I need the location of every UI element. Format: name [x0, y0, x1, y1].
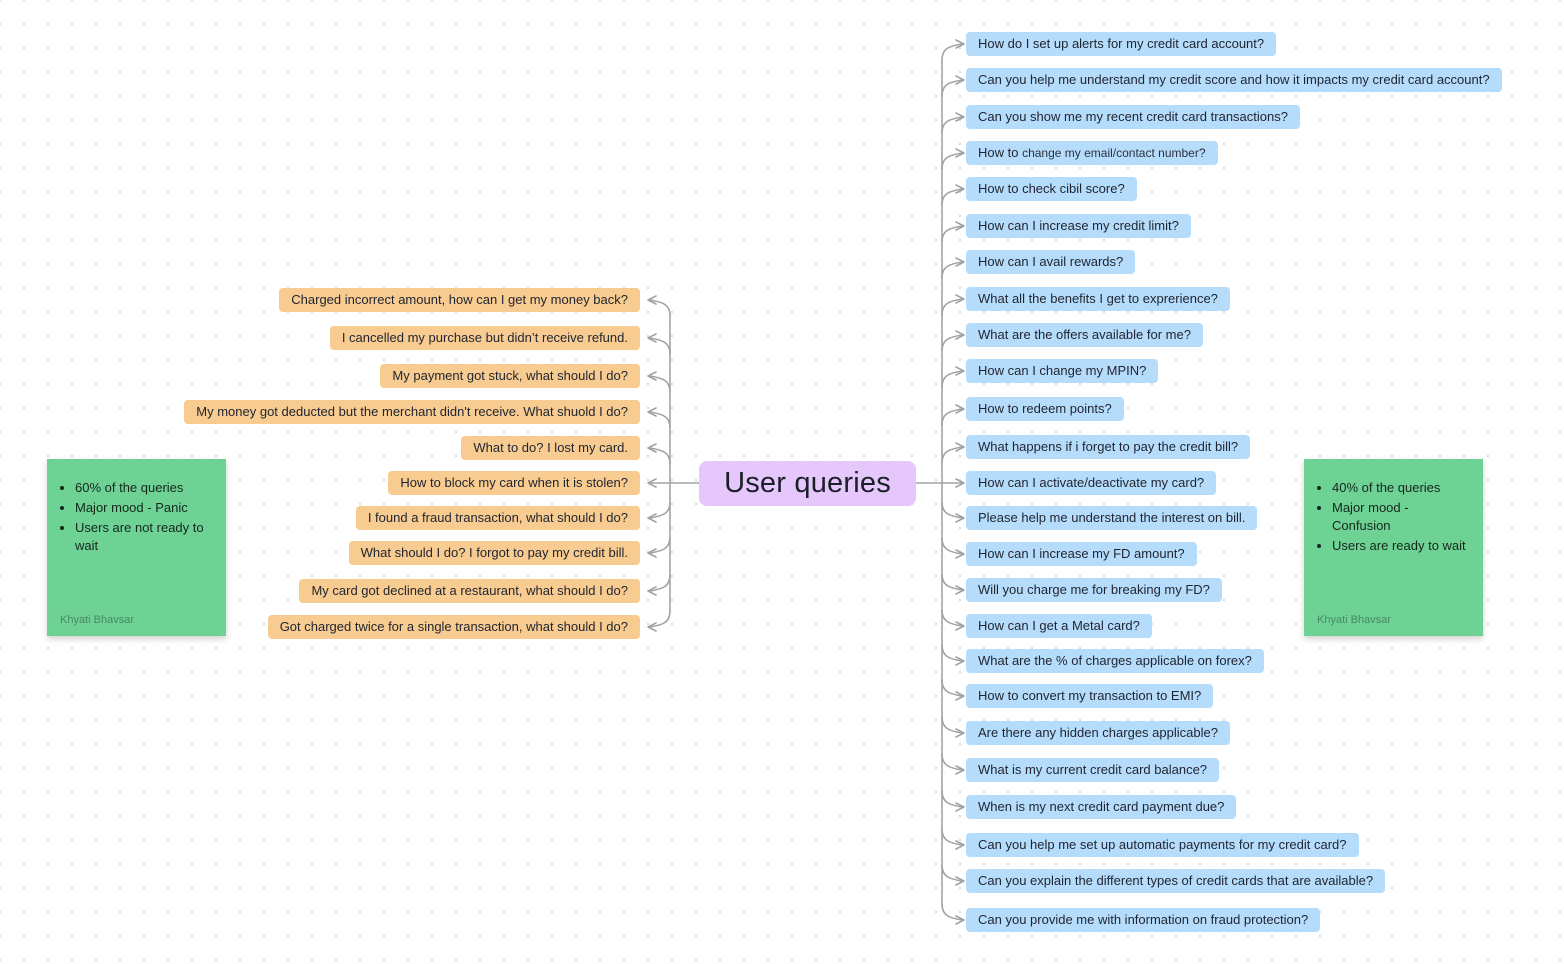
- query-text: How to redeem points?: [978, 401, 1112, 416]
- query-node[interactable]: When is my next credit card payment due?: [966, 795, 1237, 819]
- query-node[interactable]: How to convert my transaction to EMI?: [966, 684, 1214, 708]
- query-node[interactable]: Are there any hidden charges applicable?: [966, 721, 1230, 745]
- query-text: What are the offers available for me?: [978, 327, 1191, 342]
- query-text: Please help me understand the interest o…: [978, 510, 1246, 525]
- query-text: How do I set up alerts for my credit car…: [978, 36, 1265, 51]
- query-node[interactable]: How can I get a Metal card?: [966, 614, 1152, 638]
- query-text: How to: [978, 145, 1023, 160]
- query-text: How can I activate/deactivate my card?: [978, 475, 1205, 490]
- query-node[interactable]: How do I set up alerts for my credit car…: [966, 32, 1277, 56]
- center-node-user-queries[interactable]: User queries: [699, 461, 916, 506]
- sticky-author-label: Khyati Bhavsar: [1317, 614, 1391, 626]
- query-node[interactable]: How to check cibil score?: [966, 177, 1137, 201]
- query-text: Will you charge me for breaking my FD?: [978, 582, 1210, 597]
- query-node[interactable]: How can I activate/deactivate my card?: [966, 471, 1217, 495]
- sticky-note-confusion-stats[interactable]: 40% of the queriesMajor mood - Confusion…: [1304, 459, 1483, 636]
- sticky-note-panic-stats[interactable]: 60% of the queriesMajor mood - PanicUser…: [47, 459, 226, 636]
- query-text: Can you explain the different types of c…: [978, 873, 1374, 888]
- query-text: What to do? I lost my card.: [473, 440, 628, 455]
- query-node[interactable]: Please help me understand the interest o…: [966, 506, 1258, 530]
- query-node[interactable]: What is my current credit card balance?: [966, 758, 1220, 782]
- query-text: What are the % of charges applicable on …: [978, 653, 1252, 668]
- query-text: When is my next credit card payment due?: [978, 799, 1225, 814]
- query-text: How can I increase my credit limit?: [978, 218, 1179, 233]
- query-text: Are there any hidden charges applicable?: [978, 725, 1218, 740]
- sticky-bullet: Users are not ready to wait: [75, 519, 216, 555]
- sticky-bullet: Major mood - Confusion: [1332, 499, 1473, 535]
- query-text: What is my current credit card balance?: [978, 762, 1208, 777]
- query-node[interactable]: How can I increase my FD amount?: [966, 542, 1197, 566]
- sticky-bullet: Users are ready to wait: [1332, 537, 1473, 555]
- query-node[interactable]: What are the % of charges applicable on …: [966, 649, 1264, 673]
- query-node[interactable]: Can you help me set up automatic payment…: [966, 833, 1359, 857]
- query-text: My card got declined at a restaurant, wh…: [311, 583, 628, 598]
- center-node-label: User queries: [724, 467, 891, 499]
- query-text: How to block my card when it is stolen?: [400, 475, 628, 490]
- query-text: What all the benefits I get to exprerien…: [978, 291, 1218, 306]
- sticky-bullet-list: 60% of the queriesMajor mood - PanicUser…: [59, 479, 216, 555]
- query-node[interactable]: How to block my card when it is stolen?: [388, 471, 640, 495]
- query-node[interactable]: What happens if i forget to pay the cred…: [966, 435, 1251, 459]
- query-node[interactable]: Can you explain the different types of c…: [966, 869, 1386, 893]
- query-text: How to convert my transaction to EMI?: [978, 688, 1202, 703]
- query-node[interactable]: How to redeem points?: [966, 397, 1124, 421]
- query-node[interactable]: How can I increase my credit limit?: [966, 214, 1191, 238]
- query-text: Can you help me set up automatic payment…: [978, 837, 1347, 852]
- query-node[interactable]: Charged incorrect amount, how can I get …: [279, 288, 640, 312]
- query-node[interactable]: My money got deducted but the merchant d…: [184, 400, 640, 424]
- query-text: Charged incorrect amount, how can I get …: [291, 292, 628, 307]
- query-node[interactable]: I found a fraud transaction, what should…: [355, 506, 640, 530]
- query-text: My payment got stuck, what should I do?: [392, 368, 628, 383]
- sticky-bullet: Major mood - Panic: [75, 499, 216, 517]
- sticky-author-label: Khyati Bhavsar: [60, 614, 134, 626]
- query-node[interactable]: My payment got stuck, what should I do?: [380, 364, 640, 388]
- query-node[interactable]: Can you provide me with information on f…: [966, 908, 1321, 932]
- query-text: My money got deducted but the merchant d…: [196, 404, 628, 419]
- query-text: How can I avail rewards?: [978, 254, 1124, 269]
- query-text: Can you help me understand my credit sco…: [978, 72, 1490, 87]
- query-text: change my email/contact number?: [1022, 146, 1206, 160]
- query-node[interactable]: I cancelled my purchase but didn’t recei…: [329, 326, 640, 350]
- query-text: How can I get a Metal card?: [978, 618, 1140, 633]
- query-node[interactable]: Will you charge me for breaking my FD?: [966, 578, 1222, 602]
- query-node[interactable]: What should I do? I forgot to pay my cre…: [348, 541, 640, 565]
- query-text: How to check cibil score?: [978, 181, 1125, 196]
- query-node[interactable]: What are the offers available for me?: [966, 323, 1203, 347]
- query-text: How can I increase my FD amount?: [978, 546, 1185, 561]
- query-node[interactable]: What to do? I lost my card.: [461, 436, 640, 460]
- query-text: I found a fraud transaction, what should…: [367, 510, 628, 525]
- sticky-bullet: 60% of the queries: [75, 479, 216, 497]
- query-node[interactable]: How can I avail rewards?: [966, 250, 1136, 274]
- query-node[interactable]: What all the benefits I get to exprerien…: [966, 287, 1230, 311]
- query-text: What should I do? I forgot to pay my cre…: [360, 545, 628, 560]
- query-text: Can you show me my recent credit card tr…: [978, 109, 1288, 124]
- query-node[interactable]: How to change my email/contact number?: [966, 141, 1218, 165]
- query-text: Got charged twice for a single transacti…: [279, 619, 628, 634]
- sticky-bullet: 40% of the queries: [1332, 479, 1473, 497]
- query-node[interactable]: Can you help me understand my credit sco…: [966, 68, 1502, 92]
- query-text: What happens if i forget to pay the cred…: [978, 439, 1239, 454]
- query-node[interactable]: My card got declined at a restaurant, wh…: [299, 579, 640, 603]
- sticky-bullet-list: 40% of the queriesMajor mood - Confusion…: [1316, 479, 1473, 555]
- query-text: Can you provide me with information on f…: [978, 912, 1309, 927]
- query-node[interactable]: Can you show me my recent credit card tr…: [966, 105, 1300, 129]
- query-text: How can I change my MPIN?: [978, 363, 1147, 378]
- query-node[interactable]: How can I change my MPIN?: [966, 359, 1159, 383]
- query-text: I cancelled my purchase but didn’t recei…: [341, 330, 628, 345]
- query-node[interactable]: Got charged twice for a single transacti…: [267, 615, 640, 639]
